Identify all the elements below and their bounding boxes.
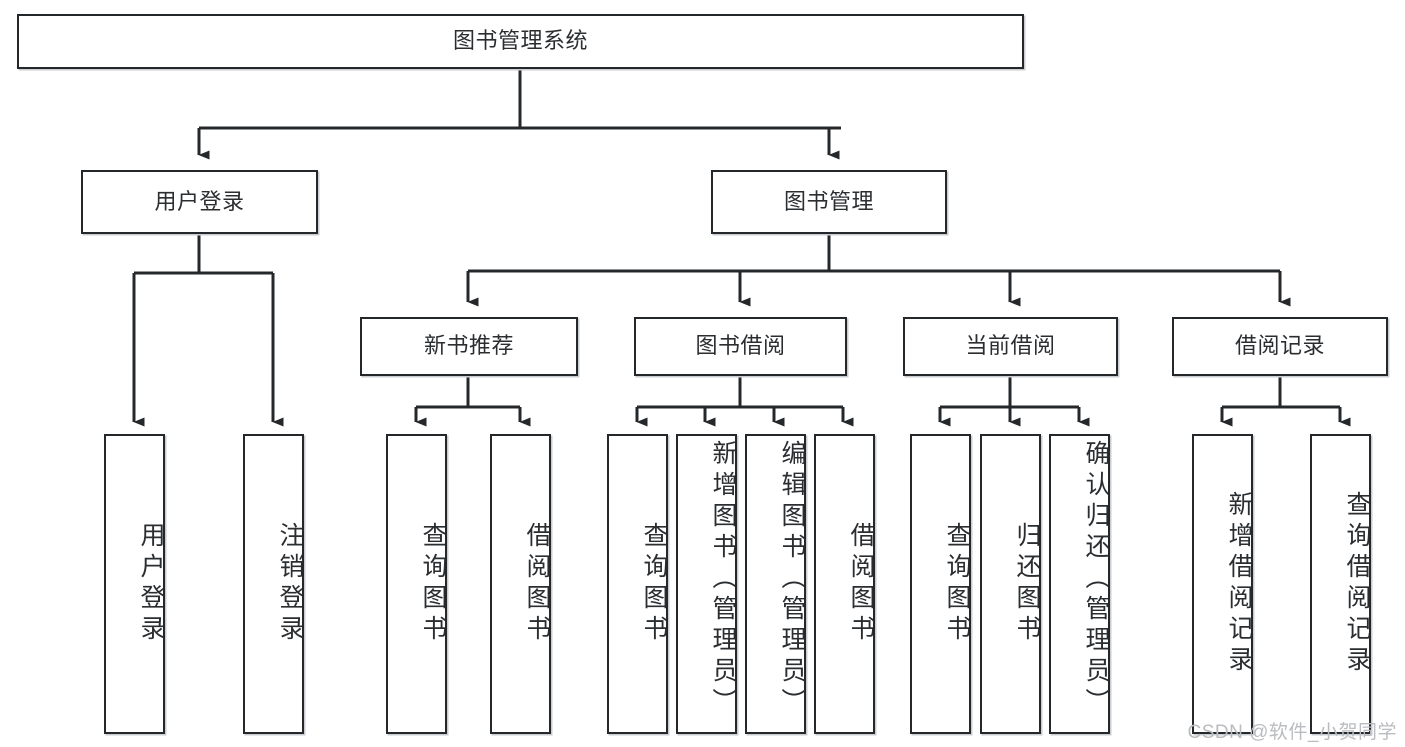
leaf-borrow-record-add[interactable]: 新增借阅记录 [1192,434,1253,734]
leaf-label: 借阅图书 [523,522,551,646]
node-root-label: 图书管理系统 [452,28,588,54]
node-book-management[interactable]: 图书管理 [711,170,947,234]
leaf-label: 查询图书 [640,522,668,646]
leaf-label: 查询图书 [943,522,971,646]
leaf-book-borrow-add[interactable]: 新增图书（管理员） [676,434,737,734]
leaf-label: 注销登录 [276,522,304,646]
node-user-login-label: 用户登录 [154,188,245,214]
leaf-new-book-query[interactable]: 查询图书 [386,434,447,734]
node-current-borrow-label: 当前借阅 [965,333,1056,359]
leaf-label: 确认归还（管理员） [1082,440,1110,719]
node-current-borrow[interactable]: 当前借阅 [903,317,1118,376]
node-borrow-record[interactable]: 借阅记录 [1172,317,1388,376]
leaf-label: 新增借阅记录 [1225,491,1253,677]
leaf-borrow-record-query[interactable]: 查询借阅记录 [1310,434,1371,734]
leaf-label: 借阅图书 [847,522,875,646]
leaf-current-borrow-return[interactable]: 归还图书 [980,434,1041,734]
leaf-user-login-signin[interactable]: 用户登录 [104,434,165,734]
leaf-book-borrow-borrow[interactable]: 借阅图书 [814,434,875,734]
leaf-label: 查询借阅记录 [1343,491,1371,677]
node-new-book-recommend[interactable]: 新书推荐 [360,317,578,376]
node-book-borrow-label: 图书借阅 [695,333,786,359]
leaf-label: 归还图书 [1013,522,1041,646]
leaf-label: 编辑图书（管理员） [778,440,806,719]
node-root[interactable]: 图书管理系统 [17,14,1024,69]
node-user-login[interactable]: 用户登录 [81,170,318,234]
node-book-management-label: 图书管理 [783,188,874,214]
leaf-current-borrow-confirm[interactable]: 确认归还（管理员） [1049,434,1110,734]
leaf-book-borrow-query[interactable]: 查询图书 [607,434,668,734]
leaf-label: 用户登录 [137,522,165,646]
node-borrow-record-label: 借阅记录 [1234,333,1325,359]
node-new-book-recommend-label: 新书推荐 [423,333,514,359]
leaf-label: 新增图书（管理员） [709,440,737,719]
leaf-label: 查询图书 [419,522,447,646]
leaf-new-book-borrow[interactable]: 借阅图书 [490,434,551,734]
leaf-user-login-signout[interactable]: 注销登录 [243,434,304,734]
node-book-borrow[interactable]: 图书借阅 [634,317,847,376]
leaf-current-borrow-query[interactable]: 查询图书 [910,434,971,734]
leaf-book-borrow-edit[interactable]: 编辑图书（管理员） [745,434,806,734]
